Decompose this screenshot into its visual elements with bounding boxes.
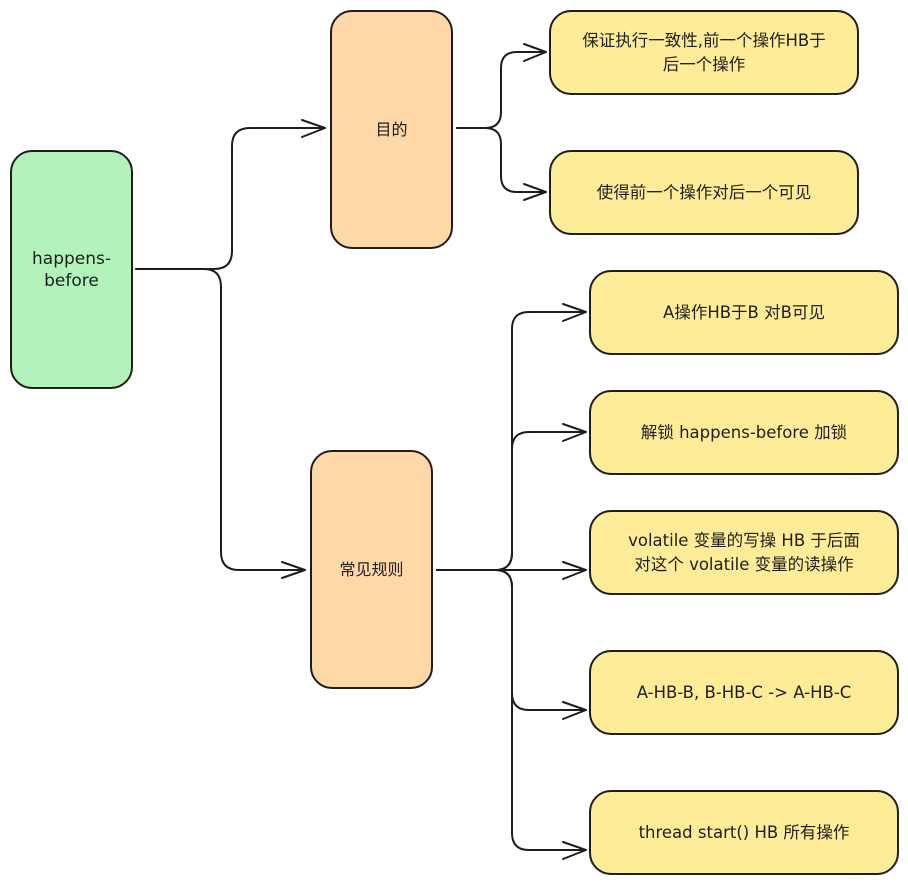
arrowhead-purpose	[301, 119, 326, 138]
edge-purpose-to-leaf-1	[456, 51, 546, 129]
arrowhead-rule-5	[562, 841, 587, 860]
arrowhead-leaf-2	[523, 183, 547, 201]
edge-rules-to-rule-2	[436, 431, 586, 571]
arrowhead-rule-2	[562, 423, 587, 442]
rule-label-hb-visibility: A操作HB于B 对B可见	[663, 302, 825, 322]
rule-node-hb-visibility[interactable]: A操作HB于B 对B可见	[589, 270, 899, 355]
rule-node-unlock-lock[interactable]: 解锁 happens-before 加锁	[589, 390, 899, 475]
leaf-label-visibility: 使得前一个操作对后一个可见	[596, 182, 812, 202]
rule-label-transitivity: A-HB-B, B-HB-C -> A-HB-C	[636, 682, 852, 702]
branch-node-purpose[interactable]: 目的	[330, 10, 453, 249]
edge-root-to-rules	[135, 268, 305, 571]
root-label: happens- before	[32, 248, 111, 291]
leaf-node-consistency[interactable]: 保证执行一致性,前一个操作HB于 后一个操作	[549, 10, 859, 95]
branch-node-rules[interactable]: 常见规则	[310, 450, 433, 689]
branch-label-purpose: 目的	[375, 119, 408, 139]
rule-label-thread-start: thread start() HB 所有操作	[638, 822, 850, 842]
arrowhead-rule-4	[562, 701, 587, 720]
rule-node-transitivity[interactable]: A-HB-B, B-HB-C -> A-HB-C	[589, 650, 899, 735]
leaf-node-visibility[interactable]: 使得前一个操作对后一个可见	[549, 150, 859, 235]
edge-rules-to-rule-5	[436, 569, 586, 851]
arrowhead-rule-1	[562, 303, 587, 322]
arrowhead-rule-3	[562, 561, 587, 580]
rule-node-volatile[interactable]: volatile 变量的写操 HB 于后面 对这个 volatile 变量的读操…	[589, 510, 899, 595]
edge-root-to-purpose	[135, 127, 325, 270]
arrowhead-leaf-1	[523, 43, 547, 62]
leaf-label-consistency: 保证执行一致性,前一个操作HB于 后一个操作	[582, 30, 826, 74]
branch-label-rules: 常见规则	[339, 559, 404, 579]
rule-label-unlock-lock: 解锁 happens-before 加锁	[640, 422, 848, 442]
root-node[interactable]: happens- before	[10, 150, 133, 389]
arrowhead-rules	[281, 561, 306, 579]
rule-label-volatile: volatile 变量的写操 HB 于后面 对这个 volatile 变量的读操…	[628, 530, 860, 574]
edge-purpose-to-leaf-2	[456, 127, 546, 193]
rule-node-thread-start[interactable]: thread start() HB 所有操作	[589, 790, 899, 875]
